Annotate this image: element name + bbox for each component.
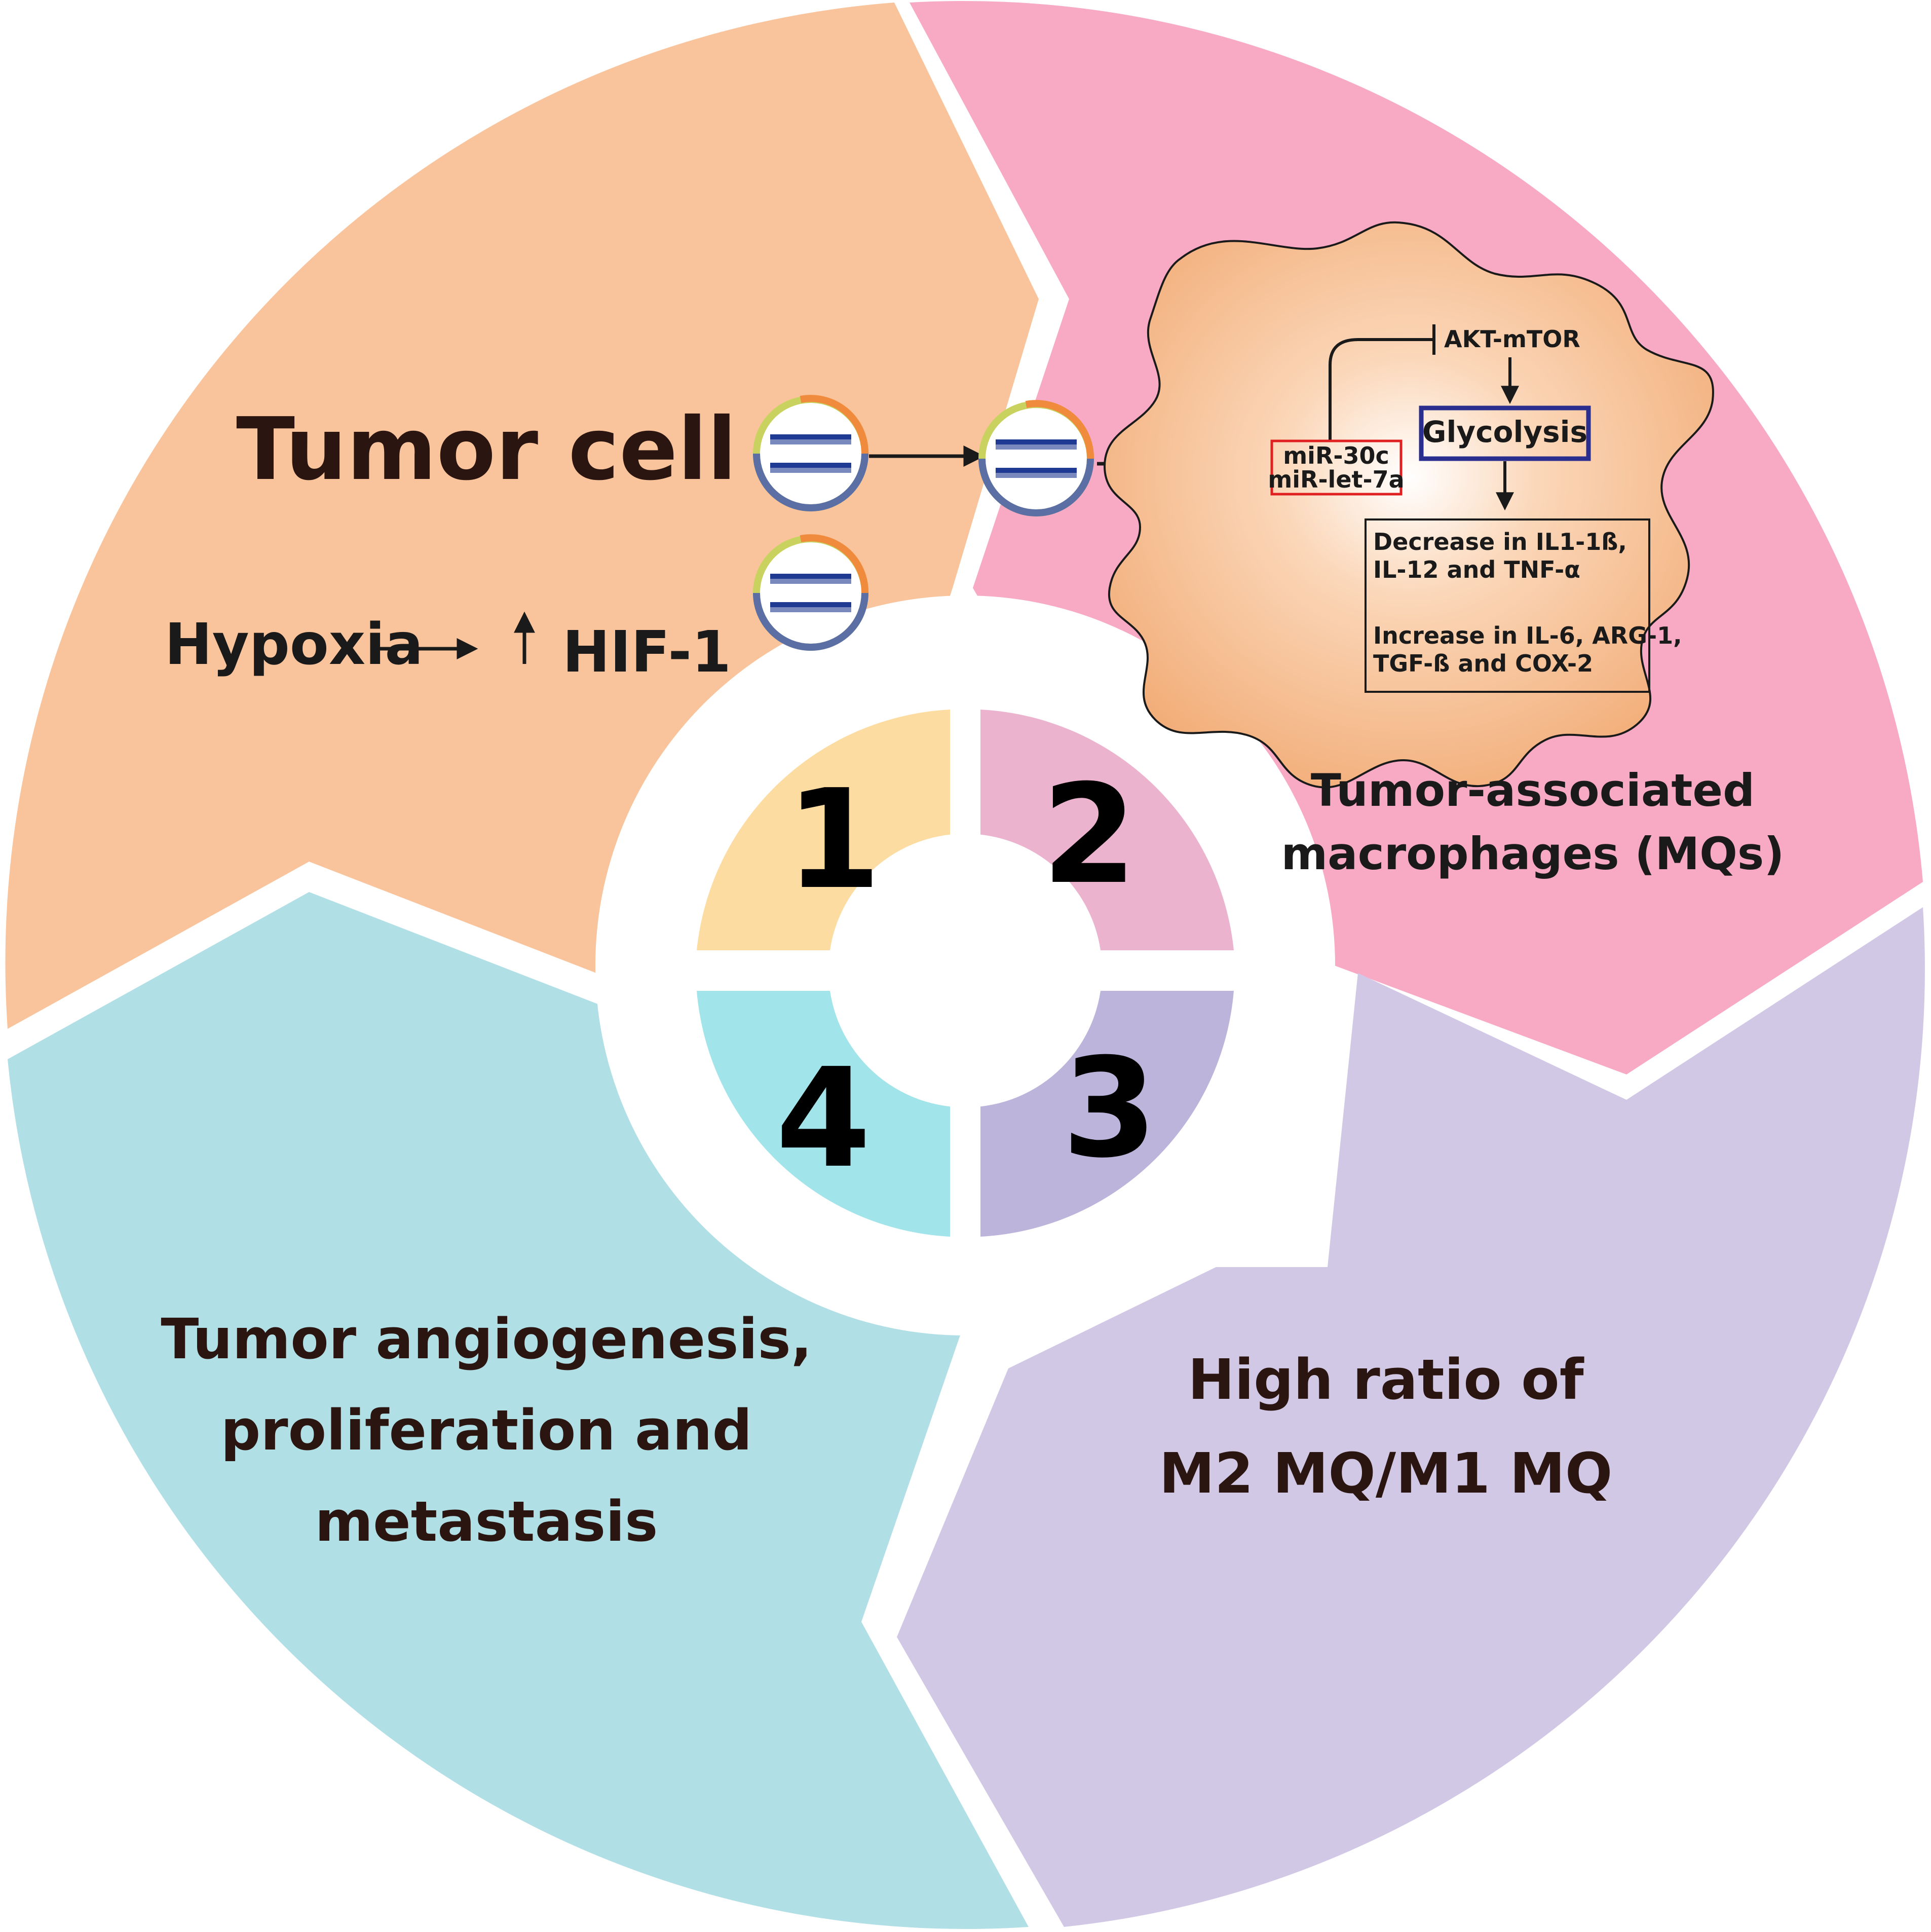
akt-mtor-label: AKT-mTOR bbox=[1444, 325, 1580, 353]
ratio-title-line-1: High ratio of bbox=[1188, 1347, 1584, 1412]
step-4-number: 4 bbox=[776, 1038, 871, 1198]
increase-line-1: Increase in IL-6, ARG-1, bbox=[1373, 622, 1682, 649]
decrease-line-1: Decrease in IL1-1ß, bbox=[1373, 528, 1627, 555]
inner-hole bbox=[828, 834, 1102, 1107]
mirna-30c-label: miR-30c bbox=[1283, 442, 1389, 469]
mirna-box bbox=[1270, 439, 1403, 496]
inner-ring bbox=[697, 710, 1234, 1237]
angiogenesis-title-line-1: Tumor angiogenesis, bbox=[161, 1307, 812, 1371]
step-1-number: 1 bbox=[786, 760, 881, 919]
step-3-number: 3 bbox=[1062, 1028, 1157, 1188]
inhibition-arrow-icon bbox=[1329, 338, 1434, 441]
angiogenesis-title-line-2: proliferation and bbox=[221, 1398, 752, 1463]
sector-angiogenesis bbox=[8, 892, 1029, 1929]
exosome-icon bbox=[753, 395, 869, 511]
hypoxia-label: Hypoxia bbox=[165, 612, 423, 678]
tumor-cell-title: Tumor cell bbox=[236, 399, 737, 500]
step-2-number: 2 bbox=[1042, 755, 1137, 914]
sector-ratio bbox=[897, 907, 1925, 1927]
glycolysis-box bbox=[1419, 405, 1591, 461]
exosome-icon bbox=[753, 534, 869, 651]
decrease-line-2: IL-12 and TNF-α bbox=[1373, 556, 1580, 583]
cytokine-box bbox=[1365, 518, 1650, 693]
hif-label: HIF-1 bbox=[562, 619, 731, 685]
macrophages-title-line-1: Tumor-associated bbox=[1311, 764, 1755, 816]
exosome-icon bbox=[978, 400, 1094, 516]
glycolysis-label: Glycolysis bbox=[1422, 415, 1587, 449]
macrophage-cell bbox=[1103, 221, 1714, 789]
macrophages-title-line-2: macrophages (MQs) bbox=[1281, 828, 1784, 880]
increase-line-2: TGF-ß and COX-2 bbox=[1373, 650, 1593, 677]
ratio-title-line-2: M2 MQ/M1 MQ bbox=[1159, 1441, 1613, 1506]
angiogenesis-title-line-3: metastasis bbox=[315, 1489, 658, 1554]
mirna-let-7a-label: miR-let-7a bbox=[1268, 466, 1404, 493]
